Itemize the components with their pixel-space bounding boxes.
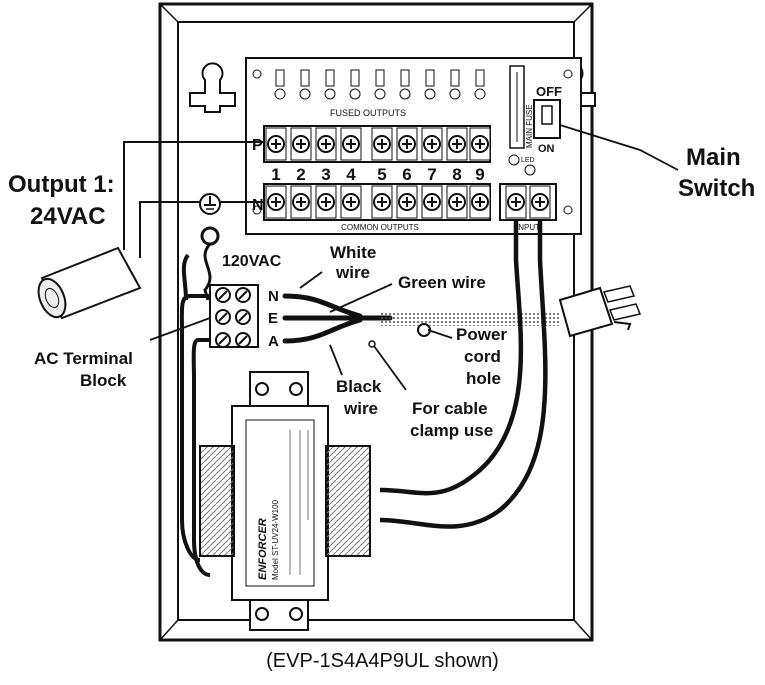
output-number: 8 xyxy=(452,165,461,184)
black-wire-label-2: wire xyxy=(343,399,378,418)
output-numbers: 1 2 3 4 5 6 7 8 9 xyxy=(271,165,484,184)
led-icon xyxy=(508,154,520,166)
leader-lines xyxy=(149,124,679,391)
input-label: INPUT xyxy=(516,223,540,232)
main-switch-label-2: Switch xyxy=(678,175,755,202)
power-cord-label-3: hole xyxy=(466,369,501,388)
transformer-secondary-wires xyxy=(379,220,548,529)
transformer-brand: ENFORCER xyxy=(257,518,269,580)
output-number: 3 xyxy=(321,165,330,184)
circuit-board: FUSED OUTPUTS MAIN FUSE OFF ON LED P xyxy=(245,57,582,235)
cable-clamp-label-2: clamp use xyxy=(410,421,493,440)
ac-wires xyxy=(282,293,393,344)
keyhole-mount-left xyxy=(189,62,236,113)
output-number: 5 xyxy=(377,165,386,184)
output-number: 4 xyxy=(346,165,356,184)
cable-clamp-hole xyxy=(368,340,376,348)
switch-toggle[interactable] xyxy=(541,105,553,125)
p-label: P xyxy=(252,137,263,154)
output-device-icon xyxy=(37,246,142,320)
cable-clamp-label: For cable xyxy=(412,399,488,418)
output-number: 2 xyxy=(296,165,305,184)
black-wire-label: Black xyxy=(336,377,382,396)
power-cord-label: Power xyxy=(456,325,507,344)
ac-terminal-label: AC Terminal xyxy=(34,349,133,368)
led-label: LED xyxy=(521,157,535,164)
output-number: 7 xyxy=(427,165,436,184)
plug-icon xyxy=(558,285,642,338)
white-wire-label-2: wire xyxy=(335,263,370,282)
callouts: Output 1: 24VAC Main Switch 120VAC White… xyxy=(8,144,755,440)
voltage-label: 120VAC xyxy=(222,253,282,270)
main-switch-label: Main xyxy=(686,144,741,171)
ac-terminal-block: N E A xyxy=(209,284,279,350)
output-number: 9 xyxy=(475,165,484,184)
main-fuse-label: MAIN FUSE xyxy=(525,104,534,148)
n-label: N xyxy=(252,197,264,214)
output-number: 6 xyxy=(402,165,411,184)
output1-voltage: 24VAC xyxy=(30,203,106,230)
fuse-row xyxy=(274,69,486,100)
transformer: ENFORCER Model ST-UV24-W100 xyxy=(199,371,371,631)
transformer-model: Model ST-UV24-W100 xyxy=(271,499,280,580)
output1-label: Output 1: xyxy=(8,171,115,198)
input-terminals: INPUT xyxy=(499,183,557,232)
ac-terminal-label-2: Block xyxy=(80,371,127,390)
switch-on-label: ON xyxy=(538,143,555,155)
transformer-primary-wires xyxy=(179,253,211,577)
power-cord-label-2: cord xyxy=(464,347,501,366)
ground-icon xyxy=(199,193,221,215)
output1-wires xyxy=(123,141,264,258)
terminal-a-label: A xyxy=(268,333,279,350)
caption: (EVP-1S4A4P9UL shown) xyxy=(266,650,499,672)
white-wire-label: White xyxy=(330,243,376,262)
green-wire-label: Green wire xyxy=(398,273,486,292)
output-number: 1 xyxy=(271,165,280,184)
ground-lead xyxy=(200,226,220,301)
fused-outputs-label: FUSED OUTPUTS xyxy=(330,108,406,118)
p-terminal-strip xyxy=(263,125,491,163)
n-terminal-strip xyxy=(263,183,491,221)
switch-off-label: OFF xyxy=(536,84,562,99)
common-outputs-label: COMMON OUTPUTS xyxy=(341,223,419,232)
terminal-e-label: E xyxy=(268,310,278,327)
terminal-n-label: N xyxy=(268,288,279,305)
